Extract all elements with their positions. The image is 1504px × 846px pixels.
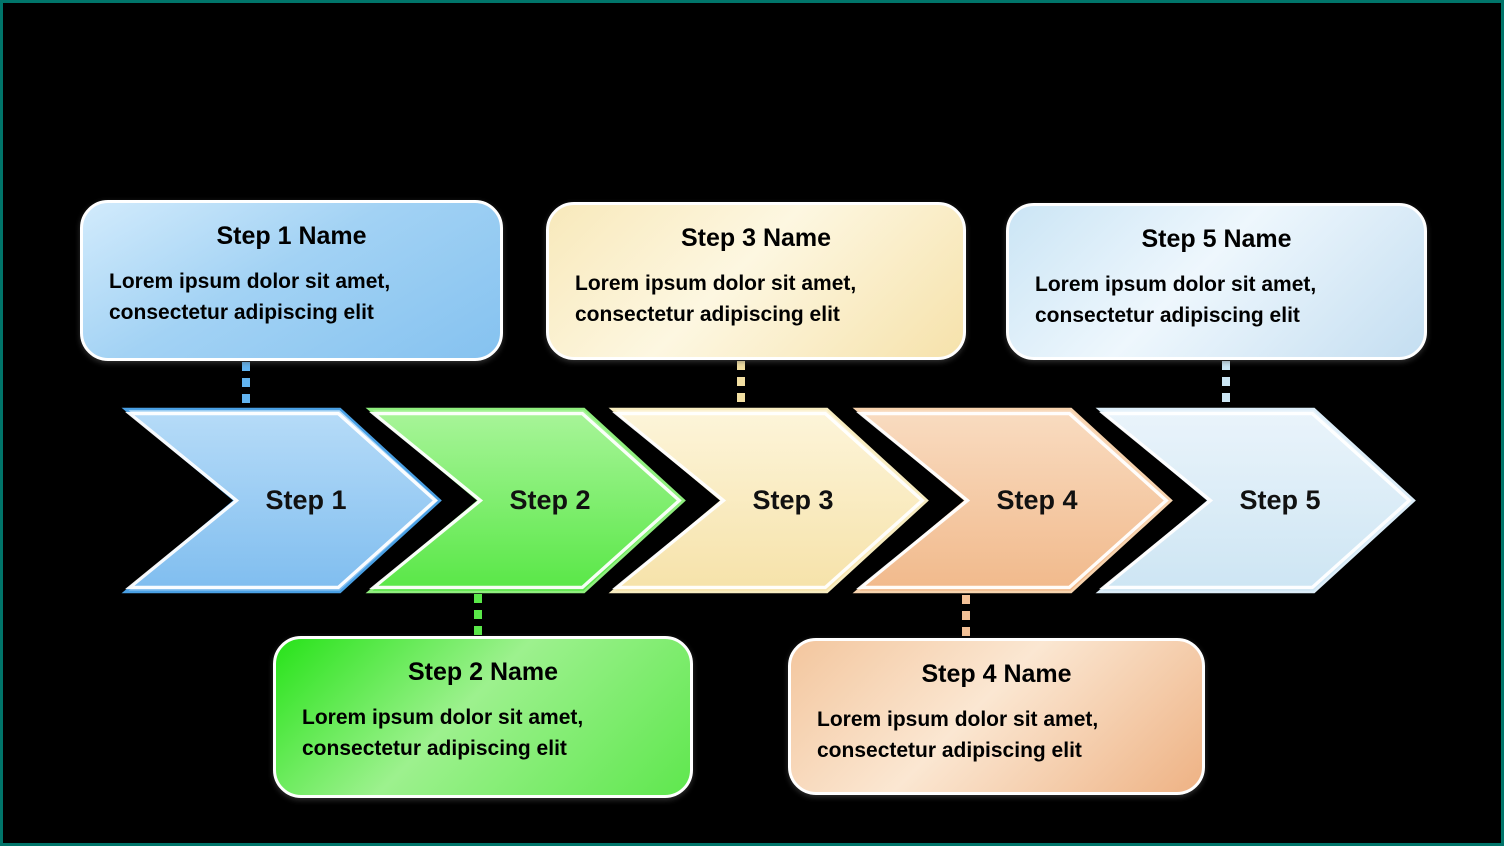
callout-description: Lorem ipsum dolor sit amet, consectetur … [575, 268, 941, 330]
chevron-bevel-highlight [856, 411, 1169, 590]
chevron-bevel-highlight [125, 411, 438, 590]
chevron-step-1: Step 1 [121, 407, 442, 594]
chevron-bevel-highlight [1099, 411, 1412, 590]
desc-line-2: consectetur adipiscing elit [817, 739, 1082, 762]
desc-line-1: Lorem ipsum dolor sit amet, [109, 270, 391, 293]
callout-title: Step 4 Name [921, 660, 1072, 688]
callout-step-4: Step 4 Name Lorem ipsum dolor sit amet, … [788, 638, 1205, 795]
callout-step-5: Step 5 Name Lorem ipsum dolor sit amet, … [1006, 203, 1427, 360]
chevron-label: Step 5 [1239, 485, 1320, 515]
chevron-step-5: Step 5 [1095, 407, 1416, 594]
chevron-label: Step 3 [752, 485, 833, 515]
desc-line-1: Lorem ipsum dolor sit amet, [302, 706, 584, 729]
chevron-step-3: Step 3 [608, 407, 929, 594]
chevron-label: Step 2 [509, 485, 590, 515]
callout-step-3: Step 3 Name Lorem ipsum dolor sit amet, … [546, 202, 966, 360]
callout-step-1: Step 1 Name Lorem ipsum dolor sit amet, … [80, 200, 503, 361]
callout-description: Lorem ipsum dolor sit amet, consectetur … [302, 702, 668, 764]
callout-description: Lorem ipsum dolor sit amet, consectetur … [1035, 269, 1402, 331]
chevron-bevel-highlight [612, 411, 925, 590]
desc-line-2: consectetur adipiscing elit [302, 737, 567, 760]
chevron-arrow-band: Step 1 Step 2 Step 3 Step 4 Step 5 [121, 407, 1416, 594]
chevron-bevel-highlight [369, 411, 682, 590]
callout-description: Lorem ipsum dolor sit amet, consectetur … [109, 266, 478, 328]
desc-line-2: consectetur adipiscing elit [1035, 304, 1300, 327]
chevron-label: Step 1 [265, 485, 346, 515]
chevron-label: Step 4 [996, 485, 1077, 515]
desc-line-1: Lorem ipsum dolor sit amet, [817, 708, 1099, 731]
desc-line-1: Lorem ipsum dolor sit amet, [1035, 273, 1317, 296]
connector-step-5 [1222, 361, 1230, 408]
callout-title: Step 5 Name [1141, 225, 1292, 253]
connector-step-2 [474, 594, 482, 636]
desc-line-2: consectetur adipiscing elit [575, 303, 840, 326]
callout-description: Lorem ipsum dolor sit amet, consectetur … [817, 704, 1180, 766]
connector-step-3 [737, 361, 745, 408]
chevron-step-4: Step 4 [852, 407, 1173, 594]
callout-title: Step 2 Name [407, 658, 559, 686]
desc-line-2: consectetur adipiscing elit [109, 301, 374, 324]
callout-title: Step 1 Name [216, 222, 367, 250]
callout-step-2: Step 2 Name Lorem ipsum dolor sit amet, … [273, 636, 693, 798]
connector-step-4 [962, 595, 970, 637]
connector-step-1 [242, 362, 250, 408]
chevron-step-2: Step 2 [365, 407, 686, 594]
desc-line-1: Lorem ipsum dolor sit amet, [575, 272, 857, 295]
callout-title: Step 3 Name [680, 224, 832, 252]
